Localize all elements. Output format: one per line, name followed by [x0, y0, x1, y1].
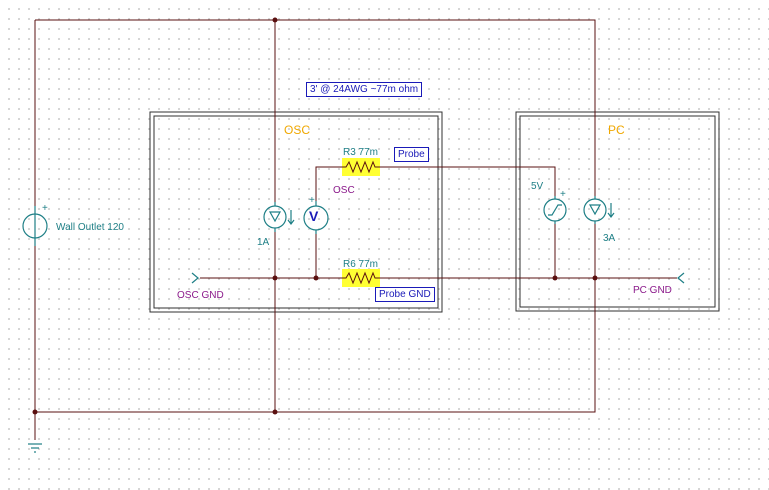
osc-current-label: 1A [257, 237, 270, 248]
probe-gnd-net-label: Probe GND [375, 287, 435, 302]
pc-voltage-label: 5V [531, 181, 544, 192]
pc-gnd-terminal[interactable] [677, 272, 685, 284]
osc-gnd-label: OSC GND [177, 290, 224, 301]
voltmeter[interactable] [303, 201, 329, 234]
pc-current-label: 3A [603, 233, 616, 244]
voltmeter-plus: + [309, 195, 315, 206]
resistor-r6[interactable] [340, 269, 380, 287]
osc-block[interactable] [149, 111, 443, 313]
wall-outlet-label: Wall Outlet 120 [56, 222, 124, 233]
osc-gnd-terminal[interactable] [191, 272, 199, 284]
resistor-r3[interactable] [340, 158, 380, 176]
pc-block-title: PC [608, 123, 625, 137]
voltmeter-symbol: V [309, 208, 319, 224]
pc-current-source[interactable] [583, 196, 615, 224]
pc-block[interactable] [515, 111, 720, 312]
osc-current-source[interactable] [263, 202, 295, 232]
junction-dots [32, 17, 598, 415]
r6-label: R6 77m [343, 259, 379, 270]
voltmeter-label: OSC [333, 185, 355, 196]
wire-note: 3' @ 24AWG ~77m ohm [306, 82, 423, 97]
pc-gnd-label: PC GND [633, 285, 672, 296]
pc-voltage-plus: + [560, 189, 566, 200]
pc-voltage-source[interactable] [543, 196, 567, 224]
probe-net-label: Probe [394, 147, 429, 162]
wires [34, 19, 677, 440]
ground-symbol[interactable] [28, 443, 42, 453]
osc-block-title: OSC [284, 123, 311, 137]
wall-outlet-plus: + [42, 203, 48, 214]
wall-outlet-source[interactable] [22, 206, 48, 246]
r3-label: R3 77m [343, 147, 379, 158]
